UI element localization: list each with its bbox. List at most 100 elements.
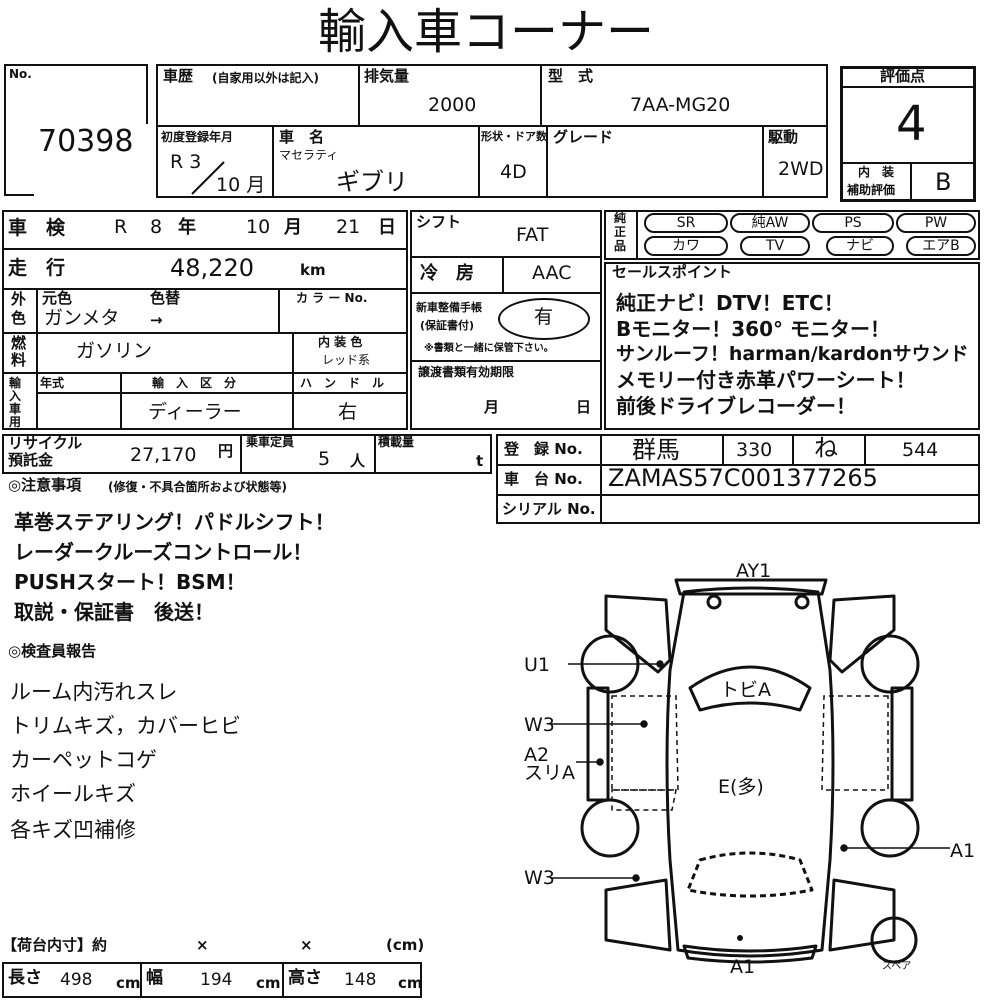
- equipment-label-2: 正: [614, 225, 627, 239]
- score-box: [840, 66, 976, 202]
- registration-kana: ね: [814, 434, 838, 462]
- color-change-label: 色替: [150, 289, 181, 307]
- handle-label: ハ ン ド ル: [300, 376, 385, 390]
- diagram-a2: A2: [524, 744, 550, 766]
- drive-label: 駆動: [768, 128, 799, 146]
- inspection-label: 車 検: [8, 217, 66, 239]
- capacity-value: 5: [318, 448, 331, 470]
- wheel-rear-right: [860, 798, 920, 858]
- equipment-label-1: 純: [614, 211, 627, 225]
- displacement-value: 2000: [428, 94, 477, 116]
- selling-points-label: セールスポイント: [612, 263, 733, 281]
- lot-no-label: No.: [9, 67, 32, 81]
- selling-point-line: サンルーフ！harman/kardonサウンド: [616, 343, 969, 365]
- model-label: 型 式: [548, 67, 594, 85]
- windshield: [688, 665, 812, 712]
- cargo-times-2: ×: [300, 936, 313, 954]
- mileage-label: 走 行: [8, 257, 66, 279]
- color-side-2: 色: [11, 309, 27, 327]
- equip-alloy-wheel: 純AW: [730, 213, 810, 233]
- left-sill: [586, 686, 610, 802]
- spare-tire: [870, 916, 918, 964]
- inspector-line: ホイールキズ: [10, 782, 136, 806]
- cargo-unit: (cm): [386, 936, 425, 954]
- transfer-docs-label: 譲渡書類有効期限: [418, 365, 515, 379]
- fuel-side-2: 料: [11, 351, 27, 369]
- equip-leather: カワ: [644, 236, 728, 256]
- year-unit: 年: [178, 217, 196, 238]
- note-line: 取説・保証書 後送！: [14, 600, 214, 624]
- left-front-fender: [604, 594, 672, 674]
- note-line: レーダークルーズコントロール！: [14, 540, 313, 564]
- page-title: 輸入車コーナー: [318, 4, 655, 60]
- lot-number: 70398: [38, 124, 134, 159]
- selling-point-line: 純正ナビ！DTV！ETC！: [616, 291, 844, 315]
- inspector-line: ルーム内汚れスレ: [10, 680, 178, 704]
- length-label: 長さ: [8, 968, 42, 988]
- load-label: 積載量: [378, 435, 415, 449]
- height-value: 148: [344, 970, 377, 990]
- interior-color-label: 内 装 色: [318, 335, 363, 349]
- rear-window: [686, 851, 814, 898]
- inspector-line: 各キズ凹補修: [10, 818, 136, 842]
- history-note: (自家用以外は記入): [212, 71, 319, 85]
- import-category-label: 輸 入 区 分: [152, 376, 237, 390]
- grade-label: グレード: [553, 128, 614, 146]
- registration-pref: 群馬: [632, 436, 680, 464]
- height-unit: cm: [398, 974, 423, 992]
- ac-value: AAC: [532, 262, 572, 284]
- service-book-value: 有: [534, 306, 554, 328]
- ac-label: 冷 房: [420, 263, 474, 284]
- car-name-label: 車 名: [279, 128, 325, 146]
- selling-point-line: 前後ドライブレコーダー！: [616, 394, 856, 418]
- slash-divider: [191, 161, 225, 195]
- interior-score-label-1: 内 装: [858, 165, 895, 179]
- first-reg-month: 10 月: [216, 174, 266, 196]
- wheel-front-right: [860, 634, 920, 694]
- equip-airbag: エアB: [906, 236, 976, 256]
- note-line: PUSHスタート！BSM！: [14, 570, 246, 594]
- body-label: 形状・ドア数: [481, 130, 547, 143]
- service-book-label-2: (保証書付): [420, 319, 475, 332]
- middle-grid: [410, 210, 602, 430]
- serial-label: シリアル No.: [502, 500, 596, 518]
- width-label: 幅: [146, 968, 163, 988]
- equip-tv: TV: [740, 236, 810, 256]
- day-unit: 日: [378, 217, 396, 238]
- notes-subheading: (修復・不具合箇所および状態等): [108, 480, 287, 494]
- service-book-note: ※書類と一緒に保管下さい。: [424, 343, 554, 354]
- car-name: ギブリ: [336, 168, 408, 196]
- inspection-era: R: [114, 216, 128, 238]
- recycle-row: [2, 434, 492, 474]
- cargo-label: 【荷台内寸】約: [2, 936, 108, 954]
- recycle-label-1: リサイクル: [8, 434, 83, 452]
- front-bumper: [674, 578, 828, 596]
- diagram-ay1: AY1: [736, 560, 772, 582]
- service-book-label-1: 新車整備手帳: [416, 301, 482, 314]
- registration-label: 登 録 No.: [504, 440, 583, 458]
- diagram-a1-right: A1: [950, 840, 976, 862]
- right-sill: [890, 686, 914, 802]
- length-unit: cm: [116, 974, 141, 992]
- mileage-unit: km: [300, 261, 326, 279]
- capacity-label: 乗車定員: [246, 435, 295, 449]
- length-value: 498: [60, 970, 93, 990]
- transfer-day: 日: [576, 398, 592, 416]
- registration-class: 330: [736, 439, 773, 461]
- body-outline: [665, 586, 835, 958]
- cargo-dimensions: [2, 962, 422, 998]
- diagram-w3-rear: W3: [524, 867, 555, 889]
- cargo-times-1: ×: [196, 936, 209, 954]
- color-arrow: →: [150, 311, 163, 329]
- import-side-label: 輸入車用: [9, 376, 22, 429]
- diagram-e: E(多): [718, 776, 764, 798]
- transfer-month: 月: [484, 398, 500, 416]
- score-value: 4: [896, 96, 927, 152]
- color-side-1: 外: [11, 290, 27, 308]
- capacity-unit: 人: [350, 452, 366, 470]
- top-info-grid: [156, 64, 828, 198]
- interior-color-value: レッド系: [322, 353, 371, 367]
- width-value: 194: [200, 970, 233, 990]
- orig-color-label: 元色: [42, 289, 73, 307]
- notes-heading: ◎注意事項: [8, 476, 82, 494]
